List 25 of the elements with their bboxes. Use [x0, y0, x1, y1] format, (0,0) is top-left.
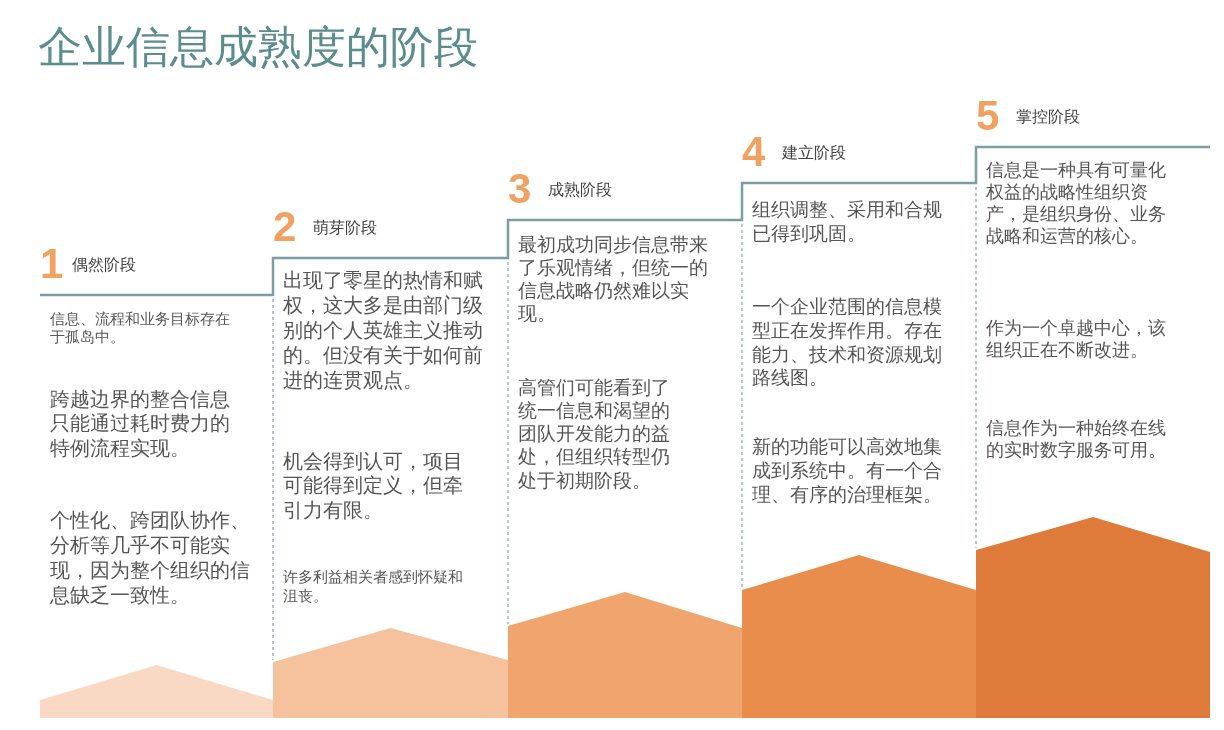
description-text: 信息、流程和业务目标存在于孤岛中。	[50, 310, 231, 347]
stage-name: 掌控阶段	[1016, 107, 1080, 128]
description-text: 信息是一种具有可量化权益的战略性组织资产，是组织身份、业务战略和运营的核心。	[986, 160, 1167, 248]
description-text: 信息作为一种始终在线的实时数字服务可用。	[986, 418, 1167, 462]
stage-number: 1	[40, 243, 64, 285]
stage-number: 3	[508, 168, 532, 210]
title: 企业信息成熟度的阶段	[38, 20, 478, 74]
description-text: 最初成功同步信息带来了乐观情绪，但统一的信息战略仍然难以实现。	[518, 233, 709, 326]
description-text: 组织调整、采用和合规已得到巩固。	[752, 198, 943, 246]
description-text: 出现了零星的热情和赋权，这大多是由部门级别的个人英雄主义推动的。但没有关于如何前进的连贯观点。	[283, 268, 484, 393]
description-text: 跨越边界的整合信息只能通过耗时费力的特例流程实现。	[50, 388, 231, 462]
stage-name: 成熟阶段	[548, 180, 612, 201]
stage-name: 建立阶段	[782, 143, 846, 164]
description-text: 新的功能可以高效地集成到系统中。有一个合理、有序的治理框架。	[752, 435, 943, 507]
description-text: 机会得到认可，项目可能得到定义，但牵引力有限。	[283, 450, 464, 524]
description-text: 个性化、跨团队协作、分析等几乎不可能实现，因为整个组织的信息缺乏一致性。	[50, 508, 251, 608]
stage-number: 5	[976, 95, 1000, 137]
stage-number: 4	[742, 131, 766, 173]
description-text: 高管们可能看到了统一信息和渴望的团队开发能力的益处，但组织转型仍处于初期阶段。	[518, 376, 671, 492]
description-text: 作为一个卓越中心，该组织正在不断改进。	[986, 318, 1167, 362]
description-text: 一个企业范围的信息模型正在发挥作用。存在能力、技术和资源规划路线图。	[752, 295, 943, 390]
stage-number: 2	[273, 206, 297, 248]
stage-name: 偶然阶段	[72, 255, 136, 276]
stage-name: 萌芽阶段	[313, 218, 377, 239]
description-text: 许多利益相关者感到怀疑和沮丧。	[283, 568, 464, 606]
